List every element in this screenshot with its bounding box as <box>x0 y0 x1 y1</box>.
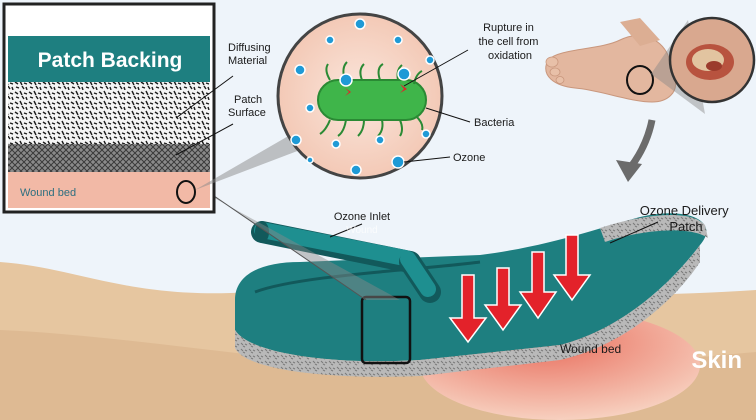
diffusing-material-line2: Material <box>228 55 267 67</box>
bacteria-label: Bacteria <box>474 117 515 129</box>
patch-surface-layer <box>8 144 210 172</box>
patch-diffusing-edge <box>235 245 700 377</box>
ozone-label: Ozone <box>453 152 485 164</box>
patch-surface-label: Patch Surface <box>228 94 266 119</box>
patch-backing-layer <box>8 36 210 82</box>
patch-label-line2: Patch <box>669 219 702 234</box>
skin-label: Skin <box>691 347 742 374</box>
ozone-inlet-tube <box>251 221 441 303</box>
rupture-label: Rupture in the cell from oxidation <box>479 22 542 62</box>
inlet-ghost-text: Wound <box>346 225 378 236</box>
layer-panel: Patch Backing Wound bed <box>2 2 216 214</box>
foot-illustration <box>545 18 677 103</box>
patch-backing-label: Patch Backing <box>38 49 183 72</box>
rupture-line2: the cell from <box>479 36 539 48</box>
rupture-line1: Rupture in <box>483 22 534 34</box>
device-wound-bed-label: Wound bed <box>560 342 621 356</box>
micro-funnel <box>195 120 316 190</box>
diffusing-material-layer <box>8 82 210 144</box>
patch-label-line1: Ozone Delivery <box>640 203 729 218</box>
diffusing-material-label: Diffusing Material <box>228 42 274 67</box>
patch-surface-line1: Patch <box>234 94 262 106</box>
patch-surface-line2: Surface <box>228 107 266 119</box>
arrow-1 <box>448 274 488 344</box>
arrow-3 <box>518 251 558 320</box>
panel-zoom-circle <box>176 180 196 204</box>
arrow-2 <box>483 267 523 332</box>
zoom-region-square <box>360 295 412 365</box>
arrow-4 <box>552 234 592 302</box>
panel-wound-bed-label: Wound bed <box>20 187 76 199</box>
wound-closeup <box>668 16 756 104</box>
ozone-molecules <box>290 18 435 176</box>
ozone-inlet-label: Ozone Inlet <box>334 211 390 223</box>
microscopic-view <box>276 12 444 180</box>
ozone-delivery-patch-label: Ozone Delivery Patch <box>640 203 733 234</box>
foot-wound-marker <box>626 65 654 95</box>
zoom-funnel <box>178 178 400 300</box>
bacterium <box>317 61 427 137</box>
ozone-flow-arrows <box>448 234 592 344</box>
diffusing-material-line1: Diffusing <box>228 42 271 54</box>
rupture-line3: oxidation <box>488 50 532 62</box>
